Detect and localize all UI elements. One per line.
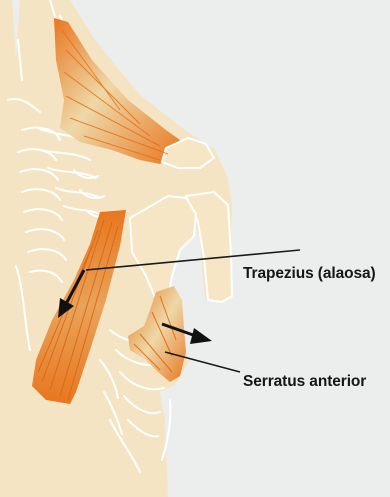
serratus-anterior-label: Serratus anterior bbox=[243, 373, 366, 391]
trapezius-label: Trapezius (alaosa) bbox=[243, 265, 376, 283]
